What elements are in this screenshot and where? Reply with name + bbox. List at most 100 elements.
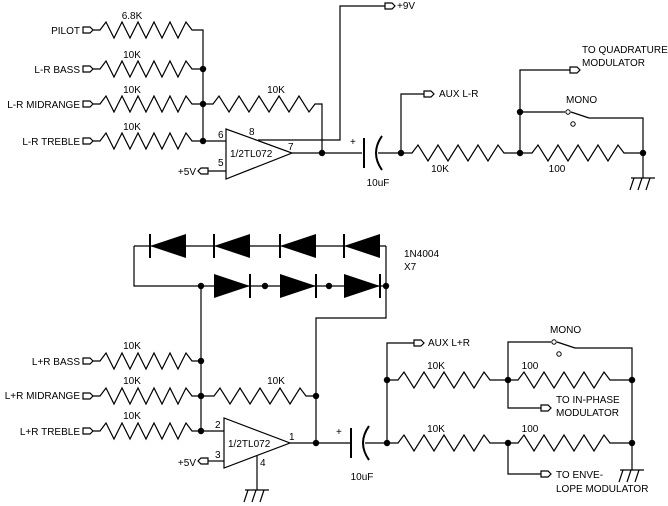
top-junction-bass: [199, 65, 207, 73]
bottom-dest1-line1: TO IN-PHASE: [556, 395, 620, 406]
bottom-opamp-pin-out: 1: [289, 432, 295, 443]
top-pilot-resistor: [93, 20, 204, 69]
top-mono-resistor: [520, 143, 643, 163]
bottom-input-midrange-label: L+R MIDRANGE: [5, 391, 81, 402]
top-cap-value: 10uF: [367, 178, 390, 189]
diode-to-output-wire: [315, 286, 387, 443]
top-cap-plus: +: [350, 137, 356, 148]
top-input-bass-label: L-R BASS: [34, 65, 80, 76]
top-dest-line2: MODULATOR: [582, 58, 645, 69]
bottom-opamp-pin-gnd: 4: [260, 458, 266, 469]
bottom-capacitor-plate-curved: [362, 425, 370, 461]
top-output-resistor: [401, 143, 520, 163]
bottom-aux-label: AUX L+R: [428, 338, 470, 349]
diode-upper-4: [344, 234, 380, 258]
top-midrange-resistor-value: 10K: [123, 85, 141, 96]
top-junction-treble: [199, 137, 207, 145]
bottom-envelope-connector: [540, 470, 552, 478]
bottom-cap-plus: +: [336, 427, 342, 438]
top-input-midrange-connector: [82, 100, 94, 108]
bottom-opamp-pin-ref: 3: [215, 450, 221, 461]
top-input-bass-connector: [82, 65, 94, 73]
bottom-output-junction: [312, 439, 320, 447]
diode-lower-3: [344, 274, 380, 298]
bottom-upper-resistor-value: 10K: [427, 361, 445, 372]
top-dest-line1: TO QUADRATURE: [582, 45, 668, 56]
top-supply-connector: [384, 2, 396, 10]
bottom-input-midrange-connector: [82, 392, 94, 400]
top-opamp-pin-ref: 5: [218, 158, 224, 169]
bottom-feedback-resistor: [201, 386, 316, 406]
bottom-ref-connector: [197, 457, 209, 465]
bottom-input-bass-connector: [82, 357, 94, 365]
top-input-midrange-label: L-R MIDRANGE: [7, 100, 80, 111]
bottom-opamp-pin-in: 2: [215, 420, 221, 431]
diode-upper-1: [150, 234, 186, 258]
bottom-inphase-wire: [507, 380, 541, 409]
bottom-switch-contact-a: [551, 339, 557, 345]
bottom-aux-wire: [386, 342, 414, 443]
top-midrange-resistor: [93, 94, 203, 114]
top-opamp-pin-in: 6: [218, 130, 224, 141]
top-supply-wire: [258, 5, 385, 141]
bottom-upper-100-resistor: [508, 370, 632, 390]
top-aux-wire: [400, 93, 424, 153]
top-feedback-resistor-value: 10K: [267, 85, 285, 96]
top-switch-contact-a: [565, 109, 571, 115]
bottom-bass-resistor-value: 10K: [123, 341, 141, 352]
bottom-lower-resistor-value: 10K: [427, 424, 445, 435]
diode-junction-3: [325, 282, 333, 290]
diode-upper-3: [280, 234, 316, 258]
top-aux-label: AUX L-R: [439, 89, 478, 100]
bottom-cap-value: 10uF: [351, 472, 374, 483]
diode-lower-1: [214, 274, 250, 298]
top-switch-label: MONO: [566, 95, 597, 106]
top-opamp-pin-supply: 8: [249, 127, 255, 138]
top-bass-resistor-value: 10K: [123, 50, 141, 61]
diode-part-label: 1N4004: [404, 249, 439, 260]
bottom-upper-100-value: 100: [522, 361, 539, 372]
top-supply-label: +9V: [397, 1, 415, 12]
top-output-junction: [318, 149, 326, 157]
bottom-lower-100-resistor: [508, 433, 632, 453]
bottom-switch-contact-b: [556, 351, 562, 357]
bottom-inphase-connector: [540, 404, 552, 412]
bottom-ref-label: +5V: [178, 458, 196, 469]
diode-upper-2: [214, 234, 250, 258]
top-treble-resistor: [93, 131, 203, 151]
top-mono-resistor-value: 100: [549, 164, 566, 175]
diode-junction-2: [261, 282, 269, 290]
bottom-input-bass-label: L+R BASS: [32, 357, 80, 368]
top-capacitor-plate-curved: [375, 135, 383, 171]
bottom-opamp-ground: [243, 456, 269, 503]
bottom-input-treble-connector: [82, 427, 94, 435]
top-circuit: PILOT L-R BASS L-R MIDRANGE L-R TREBLE 6…: [7, 1, 668, 191]
top-input-pilot-connector: [82, 26, 94, 34]
bottom-junction-treble: [197, 427, 205, 435]
bottom-feedback-junction: [312, 392, 320, 400]
bottom-dest2-line1: TO ENVE-: [556, 470, 603, 481]
top-ref-label: +5V: [178, 167, 196, 178]
bottom-envelope-wire: [507, 443, 541, 475]
top-ref-connector: [197, 167, 209, 175]
bottom-bass-resistor: [93, 351, 201, 371]
bottom-input-treble-label: L+R TREBLE: [20, 427, 80, 438]
bottom-circuit: 1N4004 X7 L+R BASS L+R MIDRANGE L+R TREB…: [5, 234, 648, 503]
top-ground: [629, 153, 655, 191]
top-input-treble-connector: [82, 137, 94, 145]
bottom-switch-label: MONO: [550, 325, 581, 336]
top-input-pilot-label: PILOT: [51, 26, 80, 37]
bottom-lower-100-value: 100: [522, 424, 539, 435]
bottom-lower-resistor: [387, 433, 508, 453]
bottom-opamp-label: 1/2TL072: [228, 439, 271, 450]
bottom-upper-resistor: [387, 370, 508, 390]
bottom-junction-bass: [197, 357, 205, 365]
top-treble-resistor-value: 10K: [123, 122, 141, 133]
bottom-treble-resistor: [93, 421, 224, 441]
bottom-opamp: [223, 417, 292, 469]
top-output-resistor-value: 10K: [431, 164, 449, 175]
bottom-ground: [618, 443, 644, 483]
top-aux-connector: [423, 90, 435, 98]
bottom-mono-switch: [507, 341, 633, 443]
